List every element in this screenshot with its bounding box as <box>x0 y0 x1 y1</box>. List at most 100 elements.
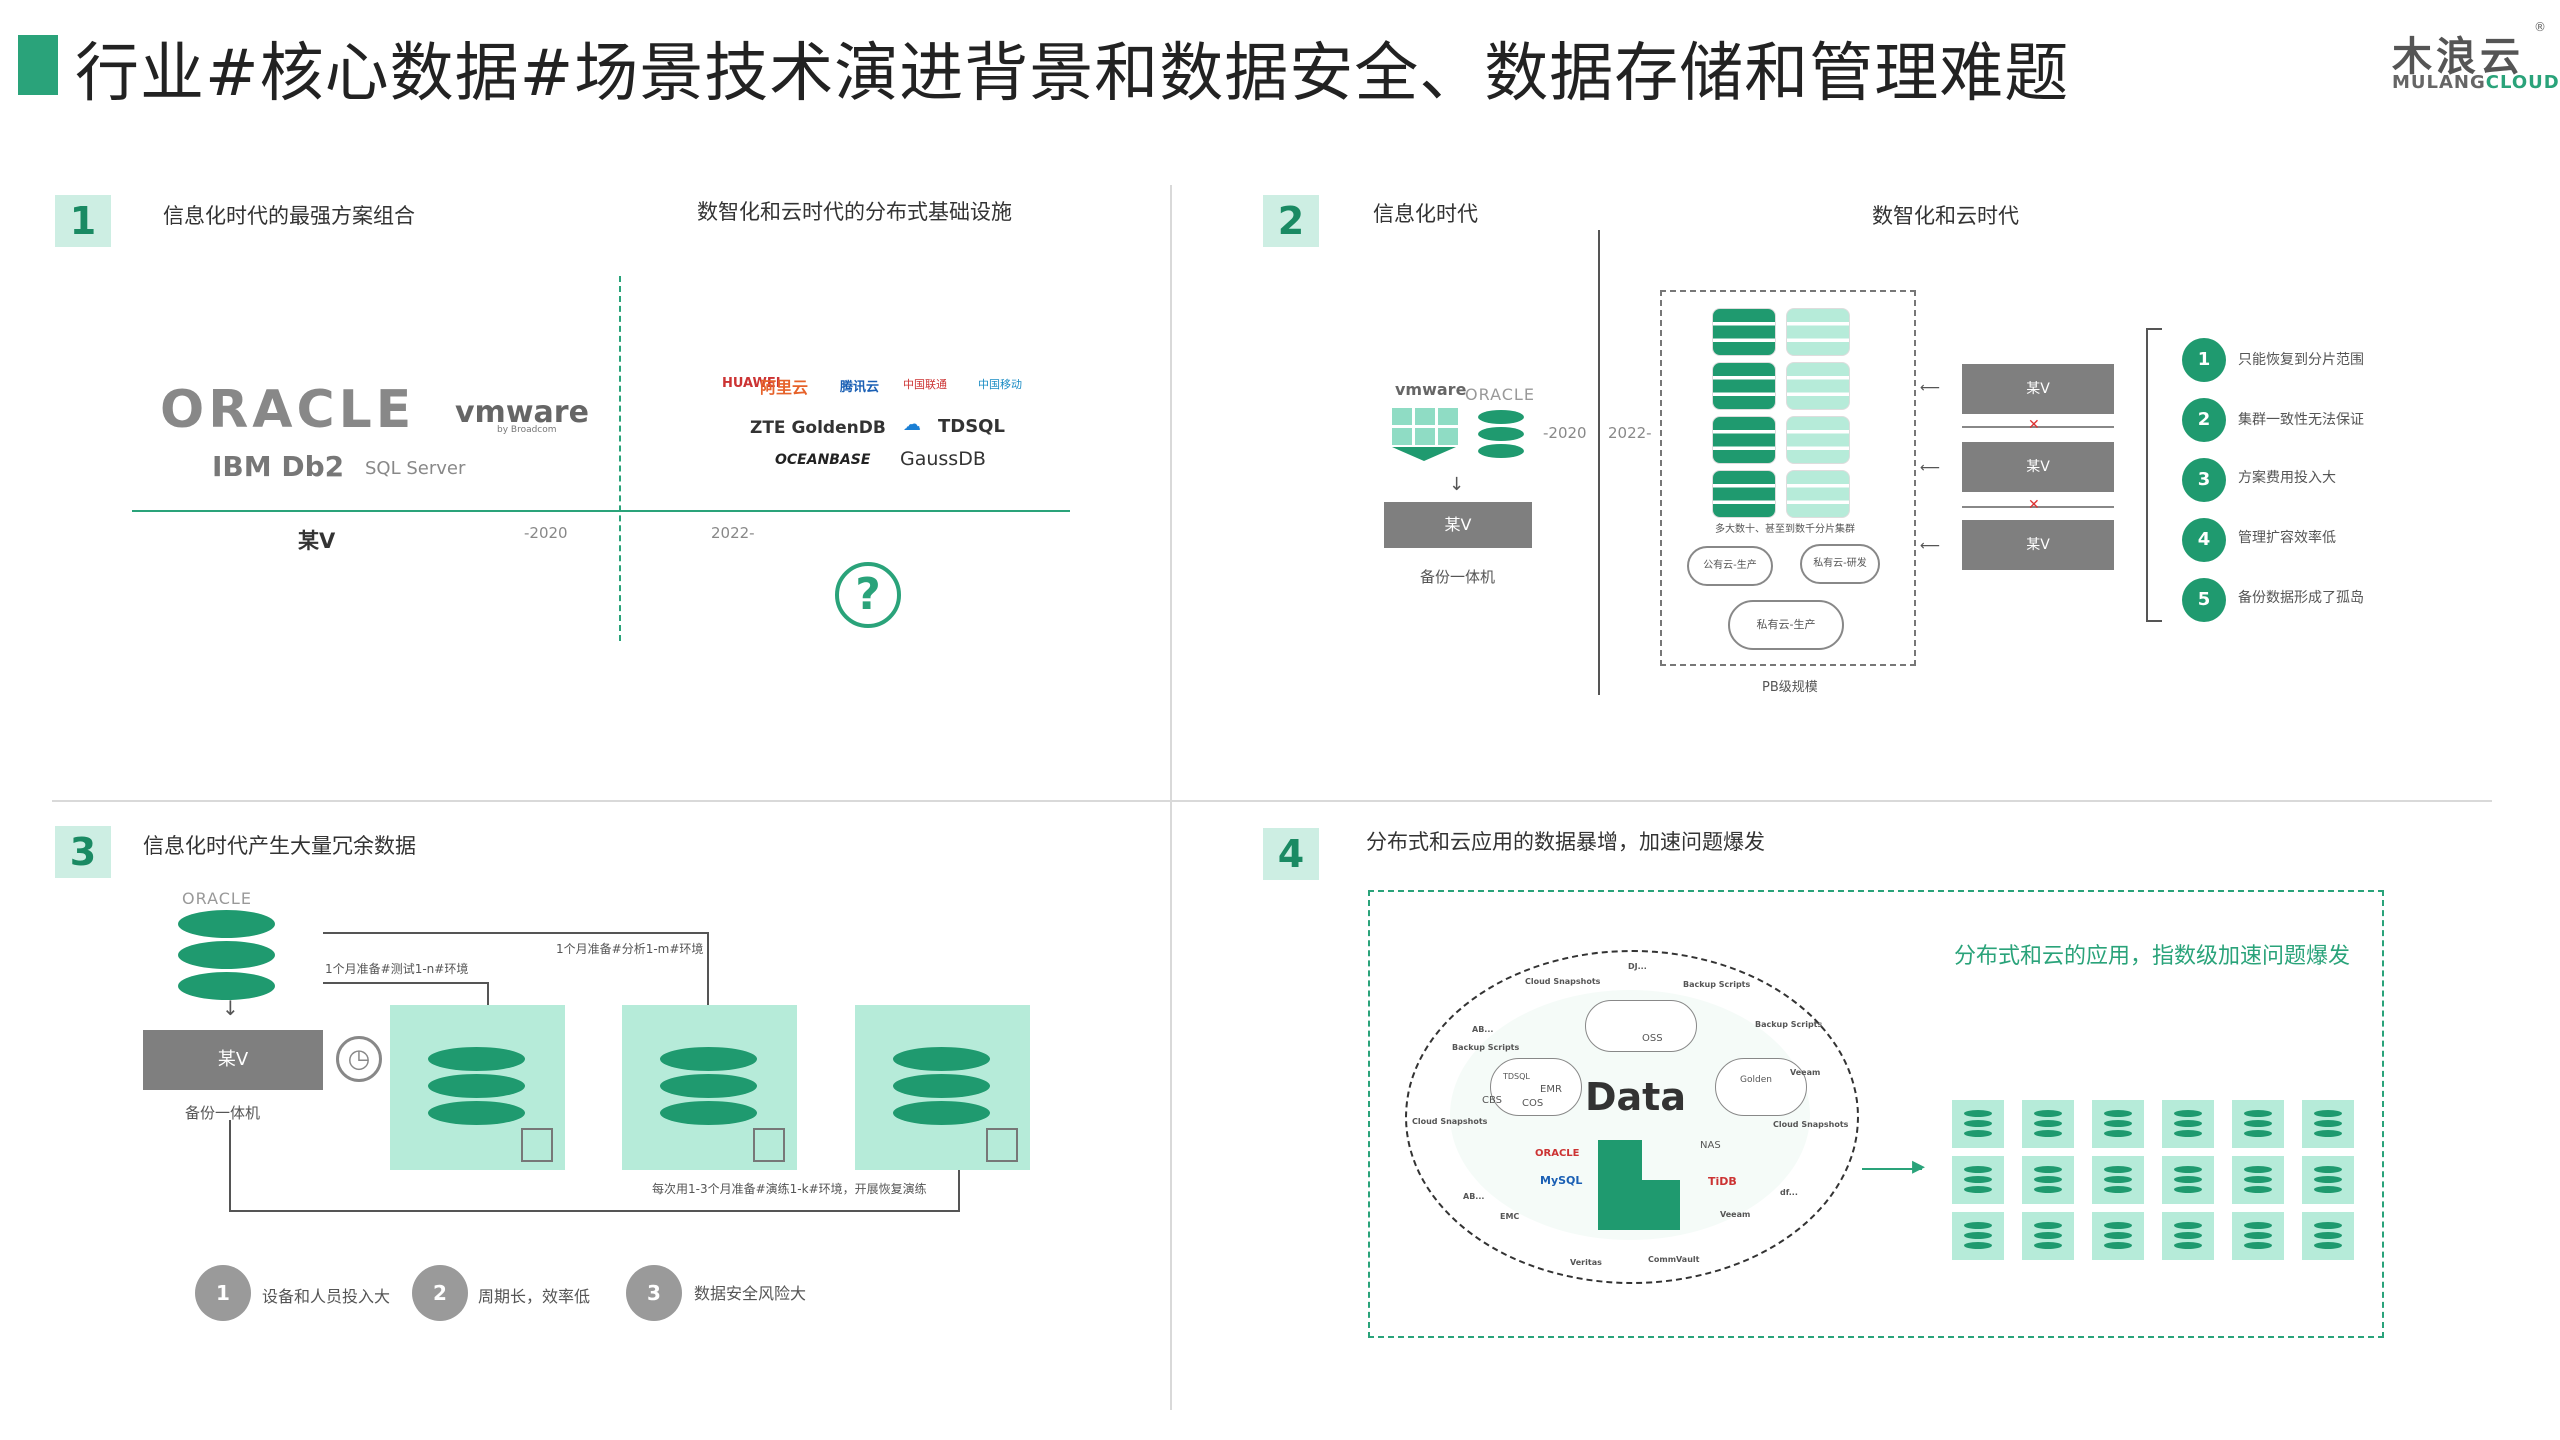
inner-label-mysql: MySQL <box>1540 1174 1583 1187</box>
issue-number-5: 5 <box>2182 578 2226 622</box>
label-drill-env: 每次用1-3个月准备#演练1-k#环境，开展恢复演练 <box>652 1182 927 1196</box>
expand-arrow-line <box>1862 1168 1922 1170</box>
left-arrow-icon-2: ⟵ <box>1920 460 1941 476</box>
title-accent-bar <box>18 35 58 95</box>
inner-label-tidb: TiDB <box>1708 1175 1737 1188</box>
cluster-stack <box>1712 308 1852 518</box>
q1-left-label: 某V <box>298 529 336 553</box>
q2-year-start: 2022- <box>1608 424 1652 442</box>
cloud-public-prod: 公有云-生产 <box>1687 546 1773 586</box>
building-icon-2 <box>1640 1180 1680 1230</box>
ring-label-3: Backup Scripts <box>1683 980 1751 989</box>
issue-text-1: 只能恢复到分片范围 <box>2238 352 2364 368</box>
ring-label-4: AB... <box>1472 1025 1494 1034</box>
q1-left-title: 信息化时代的最强方案组合 <box>163 204 415 228</box>
vmware-sub: by Broadcom <box>497 425 557 435</box>
v-separator-1 <box>1962 426 2114 428</box>
env-panel-test <box>390 1005 565 1170</box>
q1-right-title: 数智化和云时代的分布式基础设施 <box>697 200 1012 224</box>
registered-mark: ® <box>2534 20 2546 34</box>
point-number-2: 2 <box>412 1265 468 1321</box>
cloud-golden <box>1715 1058 1807 1116</box>
q2-cluster-panel <box>1660 290 1916 666</box>
env-db-icon <box>428 1047 525 1128</box>
q2-backup-caption: 备份一体机 <box>1420 568 1496 586</box>
q1-year-start: 2022- <box>711 524 755 542</box>
cloud-private-prod: 私有云-生产 <box>1728 600 1844 650</box>
quadrant-divider-vertical <box>1170 185 1172 1410</box>
q2-year-end: -2020 <box>1543 424 1587 442</box>
x-mark-icon-1: ✕ <box>2028 417 2040 433</box>
x-mark-icon-2: ✕ <box>2028 497 2040 513</box>
sql-server-logo: SQL Server <box>365 458 466 479</box>
issue-text-2: 集群一致性无法保证 <box>2238 412 2364 428</box>
tdsql-logo: TDSQL <box>938 416 1005 437</box>
cluster-note: 多大数十、甚至到数千分片集群 <box>1715 524 1855 535</box>
issues-bracket <box>2146 328 2162 622</box>
pb-scale-label: PB级规模 <box>1762 680 1818 695</box>
point-number-1: 1 <box>195 1265 251 1321</box>
ring-label-5: Backup Scripts <box>1452 1043 1520 1052</box>
q2-era-divider <box>1598 230 1600 695</box>
left-arrow-icon-3: ⟵ <box>1920 538 1941 554</box>
question-mark-icon: ? <box>835 562 901 628</box>
ring-label-14: Veeam <box>1720 1210 1751 1219</box>
q1-era-divider <box>619 276 621 641</box>
env-panel-analysis <box>622 1005 797 1170</box>
q3-backup-caption: 备份一体机 <box>185 1104 261 1122</box>
flow-line-b-drop <box>707 932 709 1006</box>
v-box-1: 某V <box>1962 364 2114 414</box>
page-title: 行业#核心数据#场景技术演进背景和数据安全、数据存储和管理难题 <box>75 37 2070 111</box>
ibm-db2-logo: IBM Db2 <box>212 450 345 483</box>
inner-label-cos: COS <box>1522 1098 1544 1109</box>
section-number-1: 1 <box>55 195 111 247</box>
data-ring <box>1405 950 1859 1284</box>
ring-label-9: Cloud Snapshots <box>1773 1120 1849 1129</box>
left-arrow-icon-1: ⟵ <box>1920 380 1941 396</box>
env-panel-drill <box>855 1005 1030 1170</box>
v-box-3: 某V <box>1962 520 2114 570</box>
q2-backup-box: 某V <box>1384 502 1532 548</box>
point-text-3: 数据安全风险大 <box>694 1284 807 1303</box>
oceanbase-logo: OCEANBASE <box>775 452 871 468</box>
flow-line-b <box>323 932 709 934</box>
inner-label-oss: OSS <box>1642 1033 1663 1044</box>
cloud-tdsql <box>1490 1058 1582 1116</box>
aliyun-logo: 阿里云 <box>760 378 809 397</box>
issue-text-3: 方案费用投入大 <box>2238 470 2336 486</box>
q2-vmware-logo: vmware <box>1395 380 1467 399</box>
issue-text-5: 备份数据形成了孤岛 <box>2238 590 2364 606</box>
q4-headline: 分布式和云的应用，指数级加速问题爆发 <box>1954 944 2351 969</box>
ring-label-12: Veritas <box>1570 1258 1602 1267</box>
expand-arrow-icon: ▸ <box>1912 1151 1926 1181</box>
tdsql-icon: ☁ <box>903 414 921 435</box>
label-test-env: 1个月准备#测试1-n#环境 <box>325 962 469 976</box>
ring-label-11: EMC <box>1500 1212 1520 1221</box>
ring-label-10: AB... <box>1463 1192 1485 1201</box>
database-icon <box>1478 410 1524 461</box>
v-separator-2 <box>1962 506 2114 508</box>
env-db-icon <box>893 1047 990 1128</box>
section-number-4: 4 <box>1263 828 1319 880</box>
ring-label-1: Cloud Snapshots <box>1525 977 1601 986</box>
flow-line-a <box>323 982 489 984</box>
q2-down-arrow-icon: ↓ <box>1449 474 1465 495</box>
building-icon <box>1598 1140 1642 1230</box>
inner-label-emr: EMR <box>1540 1084 1562 1095</box>
q3-backup-box: 某V <box>143 1030 323 1090</box>
clock-icon: ◷ <box>336 1036 382 1082</box>
ring-label-15: df... <box>1780 1188 1798 1197</box>
ring-label-13: CommVault <box>1648 1255 1700 1264</box>
flow-line-a-drop <box>487 982 489 1006</box>
point-text-1: 设备和人员投入大 <box>262 1287 391 1306</box>
server-icon <box>753 1128 785 1162</box>
q4-title: 分布式和云应用的数据暴增，加速问题爆发 <box>1366 830 1765 854</box>
china-unicom-logo: 中国联通 <box>903 378 947 391</box>
ring-label-7: Veeam <box>1790 1068 1821 1077</box>
china-mobile-logo: 中国移动 <box>978 378 1022 391</box>
env-db-icon <box>660 1047 757 1128</box>
ring-label-8: Cloud Snapshots <box>1412 1117 1488 1126</box>
db-tile-grid <box>1952 1100 2354 1260</box>
huawei-logo: HUAWEI <box>722 376 781 391</box>
q1-year-end: -2020 <box>524 524 568 542</box>
